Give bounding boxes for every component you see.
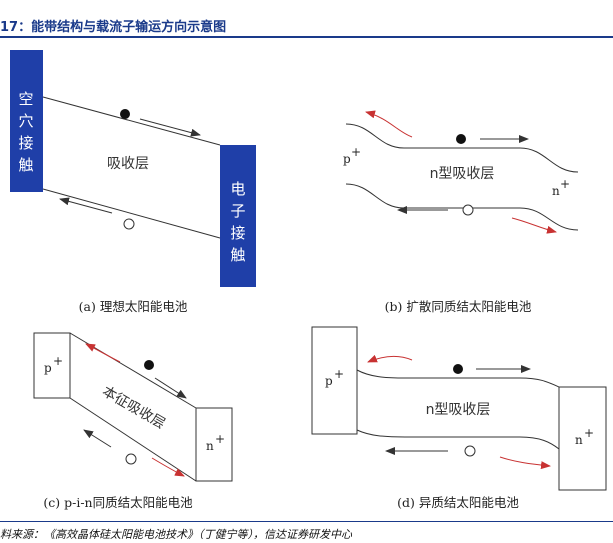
n-label: n <box>575 433 583 447</box>
electron-contact <box>220 145 256 287</box>
p-superscript: + <box>53 354 63 368</box>
conduction-band <box>345 123 579 173</box>
caption-c: (c) p-i-n同质结太阳能电池 <box>43 495 193 510</box>
n-contact-box <box>195 407 233 482</box>
hole <box>462 204 474 216</box>
p-label: p <box>44 361 52 375</box>
source-note: 料来源：《高效晶体硅太阳能电池技术》（丁健宁等），信达证券研发中心 <box>0 528 352 541</box>
valence-band-edge <box>42 188 221 239</box>
p-label: p <box>343 152 351 166</box>
footer-rule <box>0 521 613 522</box>
hole-contact <box>10 50 43 192</box>
hole-contact-char-3: 接 <box>18 134 33 152</box>
hole <box>123 218 135 230</box>
band-diagram-figure: 空 穴 接 触 电 子 接 触 吸收层 (a) 理想太阳能电池 p + n + … <box>10 50 607 510</box>
p-contact-box <box>33 332 71 399</box>
hole-escape-arrow <box>511 217 557 234</box>
hole-escape-arrow <box>151 457 185 477</box>
absorber-layer-label: n型吸收层 <box>426 402 491 418</box>
n-label: n <box>552 184 560 198</box>
absorber-layer-label: 本征吸收层 <box>99 383 168 432</box>
valence-band <box>345 183 579 231</box>
hole-contact-char-2: 穴 <box>18 112 33 130</box>
hole-contact-char-4: 触 <box>18 156 33 174</box>
n-contact-box <box>558 386 607 491</box>
n-label: n <box>206 439 214 453</box>
hole-arrow <box>59 197 113 214</box>
electron-arrow <box>139 118 201 137</box>
electron-arrow <box>154 377 187 399</box>
p-contact-box <box>311 326 358 435</box>
caption-b: (b) 扩散同质结太阳能电池 <box>385 299 532 314</box>
panel-c: p + n + 本征吸收层 (c) p-i-n同质结太阳能电池 <box>33 332 233 510</box>
electron-escape-arrow <box>85 343 121 363</box>
p-superscript: + <box>334 367 344 381</box>
valence-band-edge <box>69 397 197 482</box>
conduction-band <box>356 369 560 388</box>
hole-arrow <box>83 429 112 448</box>
electron-contact-char-3: 接 <box>230 224 245 242</box>
n-superscript: + <box>584 426 594 440</box>
electron-contact-char-2: 子 <box>230 202 245 220</box>
panel-b: p + n + n型吸收层 (b) 扩散同质结太阳能电池 <box>343 110 579 314</box>
caption-a: (a) 理想太阳能电池 <box>79 299 188 314</box>
p-superscript: + <box>351 145 361 159</box>
electron-contact-char-4: 触 <box>230 246 245 264</box>
electron-contact-char-1: 电 <box>230 180 245 198</box>
title-rule <box>0 36 613 38</box>
hole <box>125 453 137 465</box>
caption-d: (d) 异质结太阳能电池 <box>397 495 519 510</box>
electron <box>144 360 154 370</box>
absorber-layer-label: 吸收层 <box>107 156 149 172</box>
hole-contact-char-1: 空 <box>18 90 33 108</box>
electron <box>453 364 463 374</box>
electron <box>456 134 466 144</box>
electron-escape-arrow <box>367 354 413 363</box>
n-superscript: + <box>215 432 225 446</box>
conduction-band-edge <box>69 332 197 409</box>
panel-a: 空 穴 接 触 电 子 接 触 吸收层 (a) 理想太阳能电池 <box>10 50 256 314</box>
hole <box>464 445 476 457</box>
valence-band <box>356 429 560 450</box>
electron-escape-arrow <box>365 110 413 138</box>
panel-d: p + n + n型吸收层 (d) 异质结太阳能电池 <box>311 326 607 510</box>
absorber-layer-label: n型吸收层 <box>430 166 495 182</box>
hole-escape-arrow <box>499 456 551 470</box>
figure-title: 17：能带结构与载流子输运方向示意图 <box>0 20 227 35</box>
conduction-band-edge <box>42 96 221 146</box>
electron <box>120 109 130 119</box>
p-label: p <box>325 374 333 388</box>
n-superscript: + <box>560 177 570 191</box>
